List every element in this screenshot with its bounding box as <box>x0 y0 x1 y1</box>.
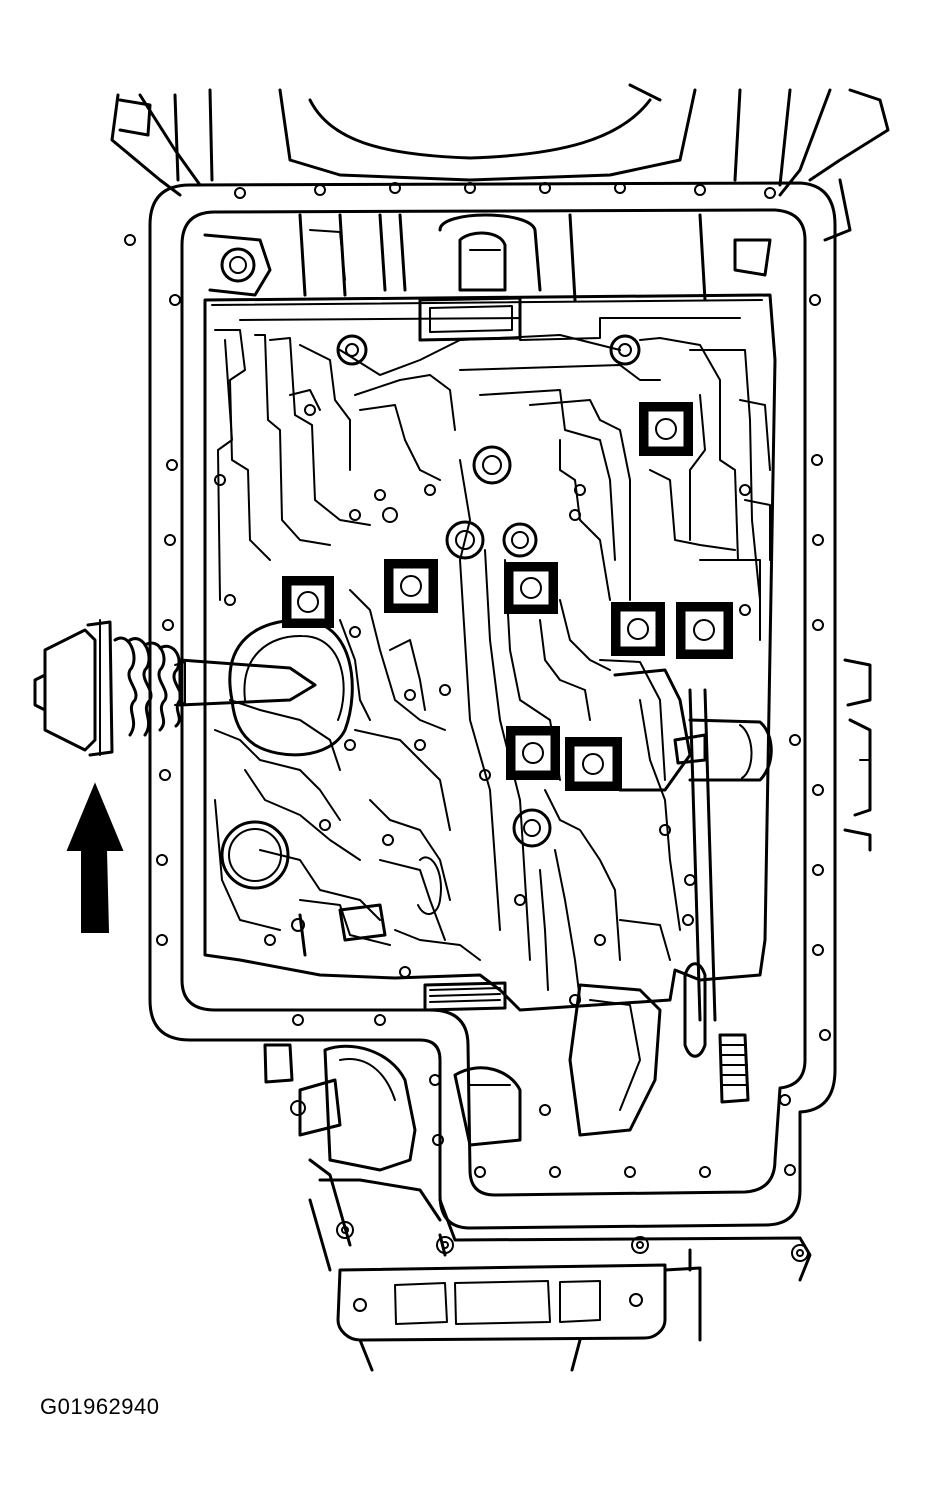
transmission-case-top <box>110 83 890 242</box>
manual-shaft-linkage <box>568 658 872 1137</box>
rear-case-bottom <box>308 1198 812 1372</box>
flange-bolt-holes <box>124 182 831 1178</box>
valve-body-ports <box>214 334 801 1116</box>
case-upper-features <box>203 213 772 342</box>
pan-lower-features <box>263 1043 522 1247</box>
lower-left-features <box>220 820 507 1012</box>
valve-bore-squares <box>282 402 733 791</box>
hydraulic-passages <box>214 329 771 1001</box>
spring-compressor-tool <box>33 619 317 757</box>
accumulator-bore <box>228 618 354 757</box>
valve-body-plate <box>203 293 777 1012</box>
up-arrow-icon <box>66 782 124 933</box>
figure-id-label: G01962940 <box>40 1394 160 1419</box>
